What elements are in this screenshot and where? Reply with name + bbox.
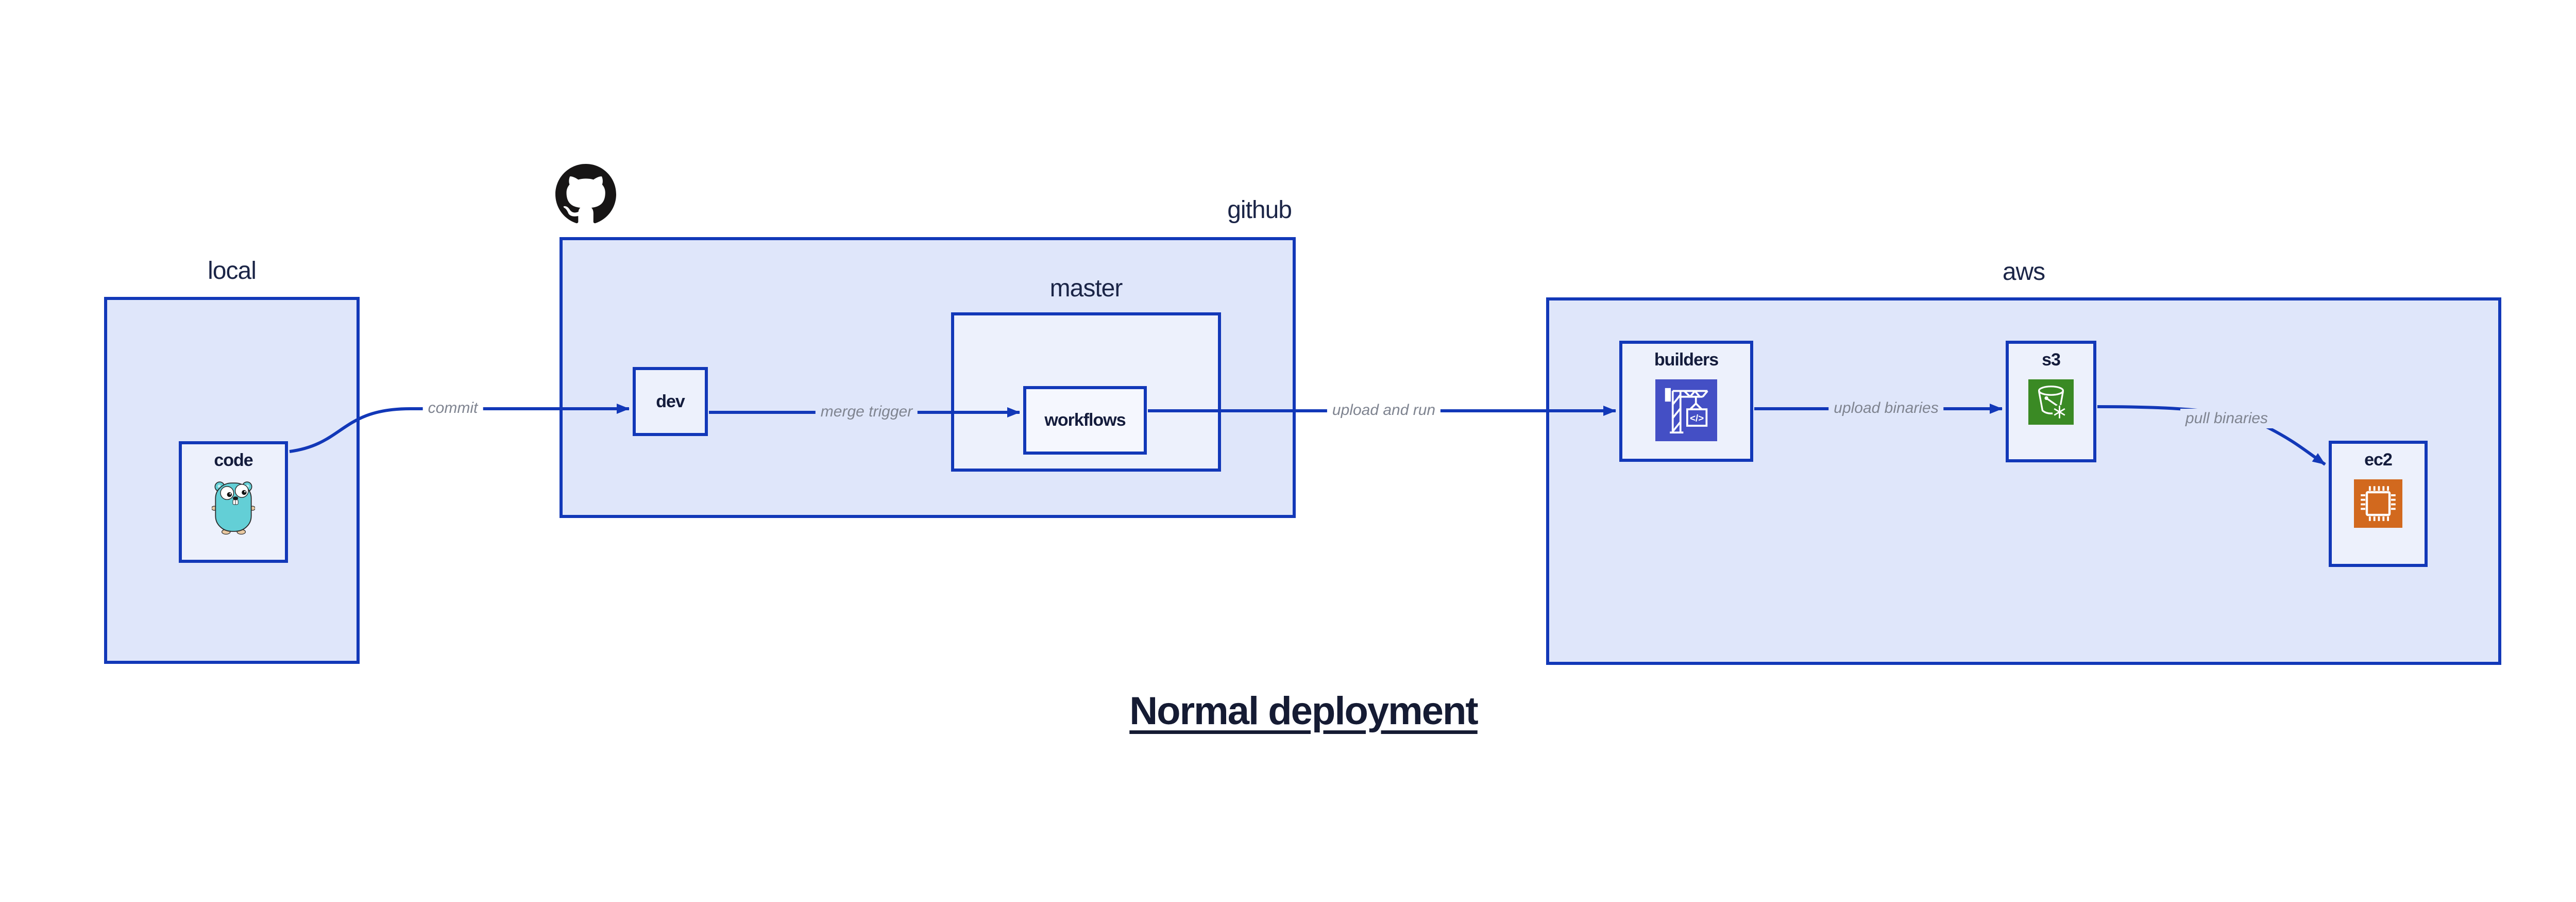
ec2-chip-icon (2354, 479, 2402, 528)
node-code-label: code (214, 450, 253, 470)
container-title-github: github (1227, 196, 1292, 224)
go-gopher-icon (212, 481, 255, 534)
container-title-aws: aws (2002, 258, 2045, 286)
edge-label-merge-trigger: merge trigger (815, 402, 918, 422)
container-title-local: local (208, 257, 257, 285)
container-local (104, 297, 360, 664)
node-ec2: ec2 (2329, 441, 2428, 567)
edge-commit (289, 404, 630, 453)
edge-label-commit: commit (422, 398, 483, 418)
aws-codebuild-crane-icon: </> (1655, 379, 1717, 441)
node-builders: builders </> (1619, 341, 1753, 462)
node-builders-label: builders (1654, 350, 1719, 370)
svg-text:</>: </> (1690, 413, 1704, 424)
node-workflows-label: workflows (1044, 410, 1126, 430)
node-dev: dev (633, 367, 708, 436)
github-octocat-icon (555, 164, 616, 224)
node-workflows: workflows (1023, 386, 1147, 455)
node-s3: s3 (2006, 341, 2096, 462)
edge-label-pull-binaries: pull binaries (2180, 409, 2274, 428)
s3-bucket-icon (2028, 379, 2074, 425)
node-code: code (179, 441, 288, 563)
node-ec2-label: ec2 (2364, 450, 2393, 470)
edge-label-upload-and-run: upload and run (1327, 400, 1441, 420)
edge-label-upload-binaries: upload binaries (1828, 398, 1944, 418)
container-title-master: master (1049, 275, 1123, 302)
node-dev-label: dev (656, 391, 685, 411)
node-s3-label: s3 (2042, 350, 2061, 370)
diagram-title: Normal deployment (1129, 689, 1478, 733)
